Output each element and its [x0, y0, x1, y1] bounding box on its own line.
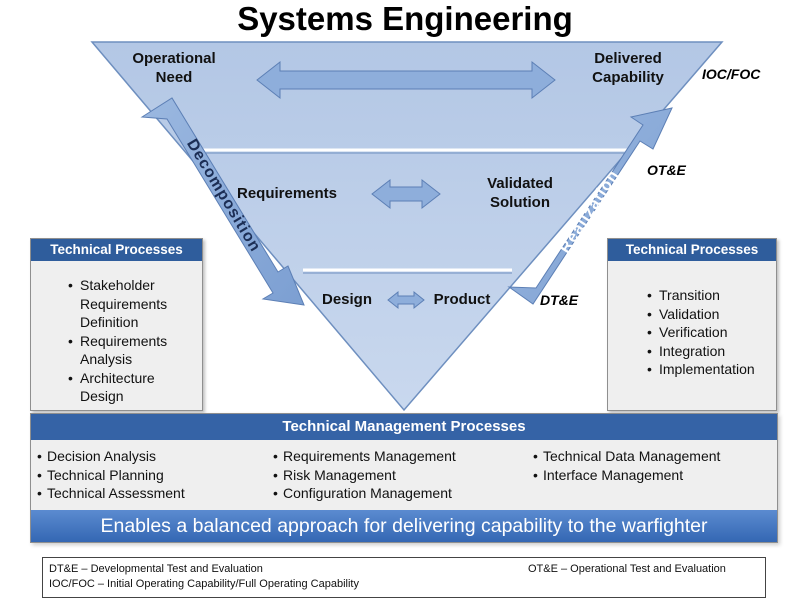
technical-management-processes: Technical Management Processes Decision … — [30, 413, 778, 543]
design-label: Design — [321, 291, 372, 308]
list-item: Implementation — [645, 360, 755, 379]
right-process-list: Transition Validation Verification Integ… — [645, 286, 755, 379]
list-item: Decision Analysis — [37, 447, 185, 466]
dte-label: DT&E — [540, 292, 579, 308]
list-item: Interface Management — [533, 466, 720, 485]
ioc-foc-label: IOC/FOC — [702, 66, 761, 82]
decomposition-arrow — [140, 97, 305, 306]
left-technical-processes: Technical Processes StakeholderRequireme… — [30, 238, 203, 411]
management-column-1: Decision Analysis Technical Planning Tec… — [37, 447, 185, 503]
product-label: Product — [433, 291, 491, 308]
list-item: Technical Assessment — [37, 484, 185, 503]
legend-ote: OT&E – Operational Test and Evaluation — [528, 563, 726, 575]
list-item: Verification — [645, 323, 755, 342]
management-column-3: Technical Data Management Interface Mana… — [533, 447, 720, 484]
warfighter-banner: Enables a balanced approach for deliveri… — [31, 510, 777, 542]
list-item: Technical Data Management — [533, 447, 720, 466]
technical-management-header: Technical Management Processes — [31, 414, 777, 440]
list-item: Configuration Management — [273, 484, 456, 503]
ote-label: OT&E — [647, 162, 686, 178]
list-item: Transition — [645, 286, 755, 305]
left-technical-processes-header: Technical Processes — [31, 239, 202, 261]
requirements-label: Requirements — [236, 185, 338, 202]
list-item: Technical Planning — [37, 466, 185, 485]
right-technical-processes-header: Technical Processes — [608, 239, 776, 261]
list-item: Requirements Management — [273, 447, 456, 466]
realization-arrow — [507, 107, 673, 305]
design-product-arrow — [387, 290, 425, 310]
management-column-2: Requirements Management Risk Management … — [273, 447, 456, 503]
acronym-legend: DT&E – Developmental Test and Evaluation… — [42, 557, 766, 598]
legend-dte: DT&E – Developmental Test and Evaluation — [49, 563, 263, 575]
list-item: Risk Management — [273, 466, 456, 485]
legend-ioc-foc: IOC/FOC – Initial Operating Capability/F… — [49, 578, 359, 590]
list-item: Integration — [645, 342, 755, 361]
right-technical-processes: Technical Processes Transition Validatio… — [607, 238, 777, 411]
list-item: Validation — [645, 305, 755, 324]
need-capability-arrow — [256, 60, 556, 100]
requirements-solution-arrow — [371, 178, 441, 210]
diagram-title: Systems Engineering — [237, 0, 573, 37]
